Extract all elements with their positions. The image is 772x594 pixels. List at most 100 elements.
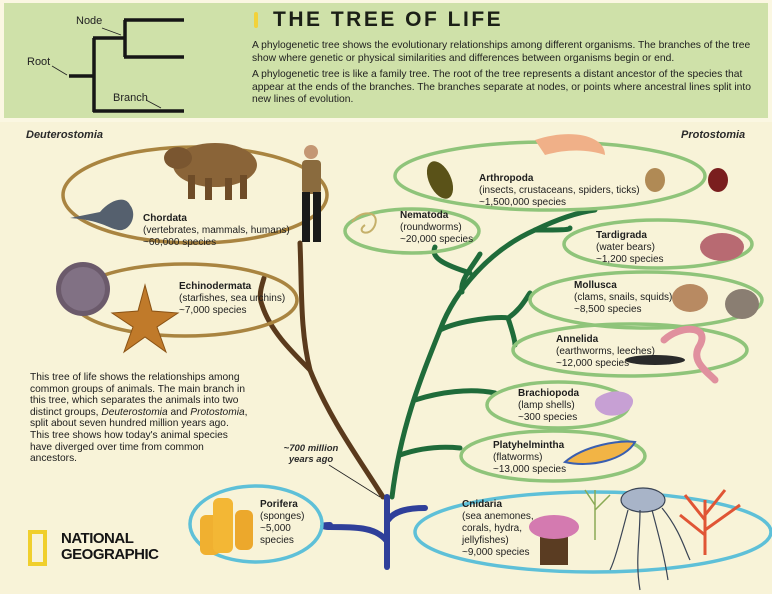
taxon-porifera: Porifera (sponges) ~5,000 species [260, 499, 304, 547]
annelida-oval [511, 322, 749, 378]
taxon-examples: (earthworms, leeches) [556, 346, 655, 357]
taxon-species-count: ~300 species [518, 412, 578, 423]
sponge-illustration [200, 498, 253, 555]
bear-illustration [164, 143, 257, 200]
protostomia-label: Protostomia [681, 129, 746, 141]
legend-branch-label: Branch [113, 92, 148, 104]
taxon-name: Porifera [260, 499, 298, 510]
flatworm-illustration [562, 440, 637, 465]
taxon-examples: (insects, crustaceans, spiders, ticks) [479, 185, 640, 196]
taxon-platyhelmintha: Platyhelmintha (flatworms) ~13,000 speci… [493, 440, 566, 476]
taxon-cnidaria: Cnidaria (sea anemones, corals, hydra, j… [462, 499, 534, 559]
taxon-examples: (roundworms) [400, 222, 462, 233]
legend-root-label: Root [27, 56, 51, 68]
taxon-examples: (water bears) [596, 242, 655, 253]
snail-illustration [672, 284, 708, 312]
taxon-examples: (starfishes, sea urchins) [179, 293, 286, 304]
phylogenetic-tree-legend-diagram [51, 18, 184, 113]
spider-illustration [645, 168, 665, 192]
taxon-examples: (sponges) [260, 511, 305, 522]
taxon-examples: (flatworms) [493, 452, 543, 463]
tardigrada-oval [562, 218, 754, 270]
roundworm-illustration [351, 212, 377, 234]
coral-illustration [679, 489, 741, 555]
taxon-brachiopoda: Brachiopoda (lamp shells) ~300 species [518, 388, 579, 424]
taxon-echinodermata: Echinodermata (starfishes, sea urchins) … [179, 281, 285, 317]
taxon-examples-line-3: jellyfishes) [462, 535, 509, 546]
logo-line-2: GEOGRAPHIC [61, 546, 159, 563]
deuterostomia-branches [257, 240, 386, 500]
sea-urchin-illustration [56, 262, 110, 316]
beetle-illustration [426, 161, 454, 199]
title-accent-mark [254, 12, 258, 28]
platyhelmintha-oval [459, 429, 647, 483]
taxon-species-count: ~7,000 species [179, 305, 247, 316]
taxon-examples: (clams, snails, squids) [574, 292, 673, 303]
logo-text: NATIONAL GEOGRAPHIC [61, 531, 159, 563]
taxon-name: Annelida [556, 334, 599, 345]
description-text-2: , split about seven hundred million year… [30, 406, 248, 465]
taxon-chordata: Chordata (vertebrates, mammals, humans) … [143, 213, 290, 249]
tree-description: This tree of life shows the relationship… [30, 372, 250, 465]
time-marker-pointer [328, 464, 381, 498]
earthworm-illustration [660, 325, 719, 384]
taxon-tardigrada: Tardigrada (water bears) ~1,200 species [596, 230, 664, 266]
cnidaria-oval [413, 490, 772, 574]
taxon-examples-line-2: corals, hydra, [462, 523, 523, 534]
taxon-name: Platyhelmintha [493, 440, 565, 451]
intro-paragraph-2: A phylogenetic tree is like a family tre… [252, 69, 751, 106]
nematoda-oval [343, 207, 481, 255]
protostomia-branches [389, 207, 598, 500]
intro-text: A phylogenetic tree shows the evolutiona… [252, 40, 762, 111]
time-marker-line-1: ~700 million [283, 443, 339, 454]
deuterostomia-label: Deuterostomia [26, 129, 104, 141]
starfish-illustration [110, 283, 180, 354]
taxon-name: Nematoda [400, 210, 449, 221]
taxon-name: Brachiopoda [518, 388, 580, 399]
tick-illustration [708, 168, 728, 192]
taxon-species-label: species [260, 535, 294, 546]
description-text-and: and [167, 406, 191, 418]
legend-node-label: Node [76, 15, 103, 27]
taxon-species-count: ~13,000 species [493, 464, 567, 475]
tardigrade-illustration [700, 233, 744, 261]
taxon-arthropoda: Arthropoda (insects, crustaceans, spider… [479, 173, 640, 209]
jellyfish-illustration [609, 487, 691, 591]
mollusca-oval [528, 270, 764, 330]
taxon-examples: (vertebrates, mammals, humans) [143, 225, 290, 236]
taxon-species-count: ~60,000 species [143, 237, 217, 248]
taxon-species-count: ~20,000 species [400, 234, 474, 245]
basal-branches [320, 494, 428, 570]
description-text-1: This tree of life shows the relationship… [30, 372, 245, 418]
time-marker-line-2: years ago [288, 454, 334, 465]
yellow-border-icon [28, 530, 47, 566]
lamp-shell-illustration [594, 391, 634, 416]
leech-illustration [625, 355, 685, 365]
taxon-name: Chordata [143, 213, 187, 224]
taxon-species-count: ~1,200 species [596, 254, 664, 265]
taxon-name: Tardigrada [596, 230, 647, 241]
sea-anemone-illustration [529, 515, 579, 565]
taxon-species-count: ~9,000 species [462, 547, 530, 558]
human-illustration [302, 145, 321, 242]
shrimp-illustration [535, 134, 605, 155]
porifera-oval [188, 484, 324, 564]
intro-paragraph-1: A phylogenetic tree shows the evolutiona… [252, 40, 751, 64]
taxon-examples: (lamp shells) [518, 400, 575, 411]
hydra-illustration [584, 489, 611, 540]
taxon-species-count: ~1,500,000 species [479, 197, 567, 208]
taxon-species-count: ~12,000 species [556, 358, 630, 369]
stingray-illustration [70, 199, 134, 231]
taxon-name: Arthropoda [479, 173, 534, 184]
taxon-examples-line-1: (sea anemones, [462, 511, 534, 522]
description-term-protostomia: Protostomia [190, 406, 245, 418]
taxon-annelida: Annelida (earthworms, leeches) ~12,000 s… [556, 334, 655, 370]
description-term-deuterostomia: Deuterostomia [101, 406, 168, 418]
taxon-mollusca: Mollusca (clams, snails, squids) ~8,500 … [574, 280, 672, 316]
taxon-name: Mollusca [574, 280, 617, 291]
header-panel [4, 3, 768, 118]
taxon-species-count: ~8,500 species [574, 304, 642, 315]
time-marker-label: ~700 million years ago [276, 443, 346, 465]
header: Node Root Branch THE TREE OF LIFE A phyl… [0, 0, 772, 122]
